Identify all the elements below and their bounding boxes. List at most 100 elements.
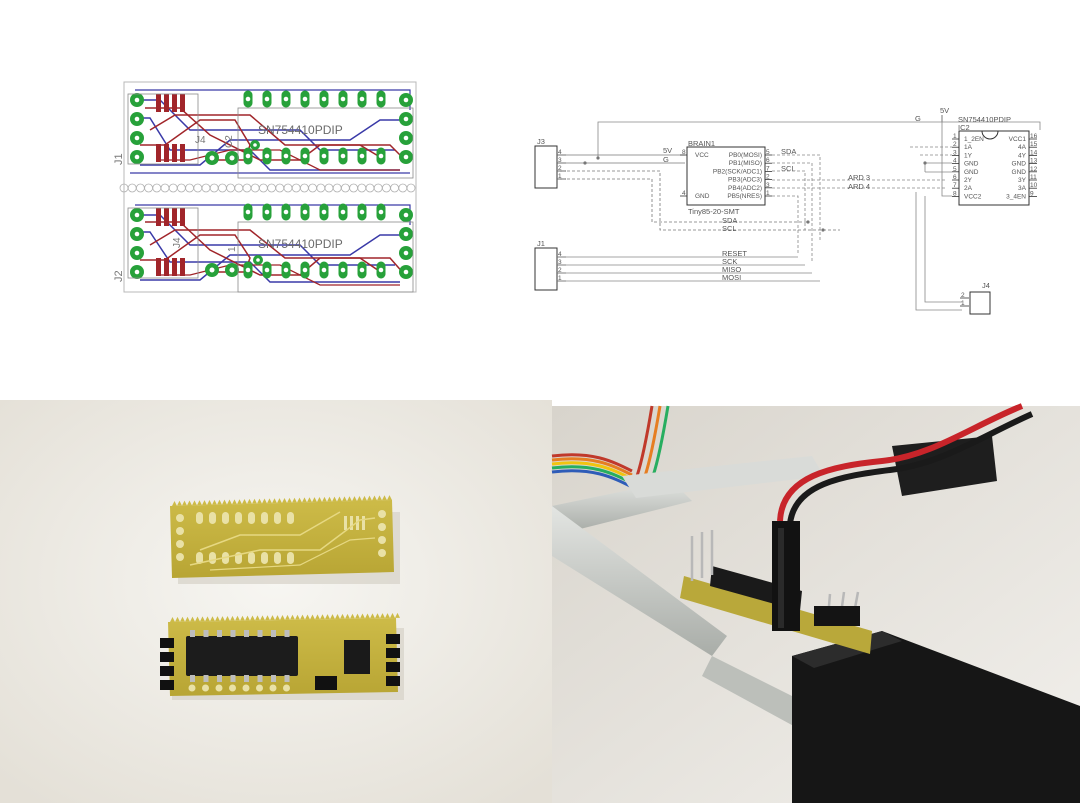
photo-fabricated-boards	[0, 400, 552, 803]
connector-j1-label: J1	[113, 153, 125, 165]
assembled-pcb	[160, 612, 400, 696]
j4-label: J4	[982, 281, 990, 290]
net-top-g: G	[915, 114, 921, 123]
net-ard3: ARD 3	[848, 173, 870, 182]
connector-pin-number: 3	[558, 259, 562, 266]
ic-pin-label: GND	[964, 169, 979, 176]
ic-pin-label: 3Y	[1018, 177, 1027, 184]
net-sck: SCK	[722, 257, 737, 266]
net-5v: 5V	[663, 146, 672, 155]
brain-pin-number: 4	[682, 190, 686, 197]
ic-pin-label: 1A	[964, 144, 973, 151]
boards-photo-illustration	[0, 400, 552, 803]
brain-pin-number: 8	[682, 149, 686, 156]
ic-pin-label: GND	[964, 161, 979, 168]
ic-pin-label: VCC2	[964, 193, 982, 200]
brain-pin-number: 6	[766, 157, 770, 164]
ic-name: SN754410PDIP	[958, 115, 1011, 124]
brain-pin-label: PB4(ADC2)	[728, 185, 762, 192]
ic-pin-label: 2A	[964, 185, 973, 192]
net-ard4: ARD 4	[848, 182, 870, 191]
ic-pin-label: VCC1	[1009, 136, 1027, 143]
brain-pin-number: 3	[766, 182, 770, 189]
net-reset: RESET	[722, 249, 747, 258]
left-header-pins	[160, 638, 174, 690]
breakaway-tab-row	[119, 183, 416, 193]
ic-pin-number: 10	[1030, 182, 1038, 189]
ic-pin-label: 3_4EN	[1006, 193, 1026, 200]
soic-chip	[344, 640, 370, 674]
ic-pin-label: 4A	[1018, 144, 1027, 151]
photo-installed-on-servo	[551, 403, 1080, 803]
ic-pin-number: 5	[953, 166, 957, 173]
ic-pin-number: 14	[1030, 149, 1038, 156]
ic-pin-number: 13	[1030, 158, 1038, 165]
net-mosi: MOSI	[722, 273, 741, 282]
bottom-ref-a: J4	[172, 237, 183, 248]
connector-pin-number: 4	[558, 251, 562, 258]
ic-pin-number: 11	[1030, 174, 1037, 181]
connector-pin-number: 2	[558, 165, 562, 172]
brain-pin-label: PB0(MOSI)	[729, 152, 762, 159]
ic-pin-number: 4	[953, 158, 957, 165]
top-ref-b: C2	[224, 135, 235, 148]
servo-wire-black	[787, 411, 1034, 525]
connector-pin-number: 2	[558, 267, 562, 274]
brain-pin-label: PB3(ADC3)	[728, 177, 762, 184]
ic-pin-number: 1	[953, 133, 957, 140]
servo-body	[792, 631, 1080, 803]
top-ref-a: J4	[195, 135, 206, 146]
ic-pin-number: 15	[1030, 141, 1038, 148]
net-scl-lower: SCL	[722, 224, 737, 233]
brain-pin-number: 5	[766, 149, 770, 156]
j1-label: J1	[537, 239, 545, 248]
brain-pin-label: PB1(MISO)	[729, 160, 762, 167]
net-scl: SCL	[781, 164, 796, 173]
ic-pin-number: 9	[1030, 190, 1034, 197]
ic-pin-label: 2Y	[964, 177, 973, 184]
brain-pin-label: PB5(NRES)	[727, 193, 762, 200]
connector-j2-label: J2	[113, 270, 125, 282]
connector-pin-number: 4	[558, 149, 562, 156]
net-sda: SDA	[781, 147, 796, 156]
ic-pin-label: 3A	[1018, 185, 1027, 192]
bottom-board: SN754410PDIP J4 1 J2	[113, 203, 414, 293]
brain-pin-label: GND	[695, 193, 710, 200]
bottom-chip-label: SN754410PDIP	[258, 237, 343, 251]
brain-pin-number: 1	[766, 190, 770, 197]
brain-part: Tiny85-20-SMT	[688, 207, 740, 216]
ic-pin-number: 2	[953, 141, 957, 148]
connector-pin-number: 3	[558, 157, 562, 164]
j3-label: J3	[537, 137, 545, 146]
ic-pin-number: 3	[953, 149, 957, 156]
top-chip-label: SN754410PDIP	[258, 123, 343, 137]
ic-pin-number: 16	[1030, 133, 1038, 140]
connector-pin-number: 1	[558, 275, 562, 282]
installed-photo-illustration	[551, 403, 1080, 803]
net-g: G	[663, 155, 669, 164]
dip-chip	[186, 636, 298, 676]
bottom-ref-b: 1	[227, 246, 238, 252]
brain-pin-label: VCC	[695, 152, 709, 159]
connector-pin-number: 1	[961, 300, 965, 307]
net-miso: MISO	[722, 265, 741, 274]
ic-pin-number: 8	[953, 190, 957, 197]
connector-pin-number: 1	[558, 173, 562, 180]
pcb-layout-panel: SN754410PDIP J4 C2 J1	[0, 0, 540, 400]
aluminum-rail-diagonal	[552, 506, 727, 656]
net-top-5v: 5V	[940, 106, 949, 115]
brain-pin-number: 7	[766, 165, 770, 172]
net-sda-lower: SDA	[722, 216, 737, 225]
ic-pin-number: 7	[953, 182, 957, 189]
brain-pin-number: 2	[766, 174, 770, 181]
ic-pin-label: 1_2EN	[964, 136, 984, 143]
pcb-layout-drawing: SN754410PDIP J4 C2 J1	[113, 81, 417, 293]
ic-pin-label: 1Y	[964, 152, 973, 159]
ic-ref: IC2	[958, 123, 970, 132]
